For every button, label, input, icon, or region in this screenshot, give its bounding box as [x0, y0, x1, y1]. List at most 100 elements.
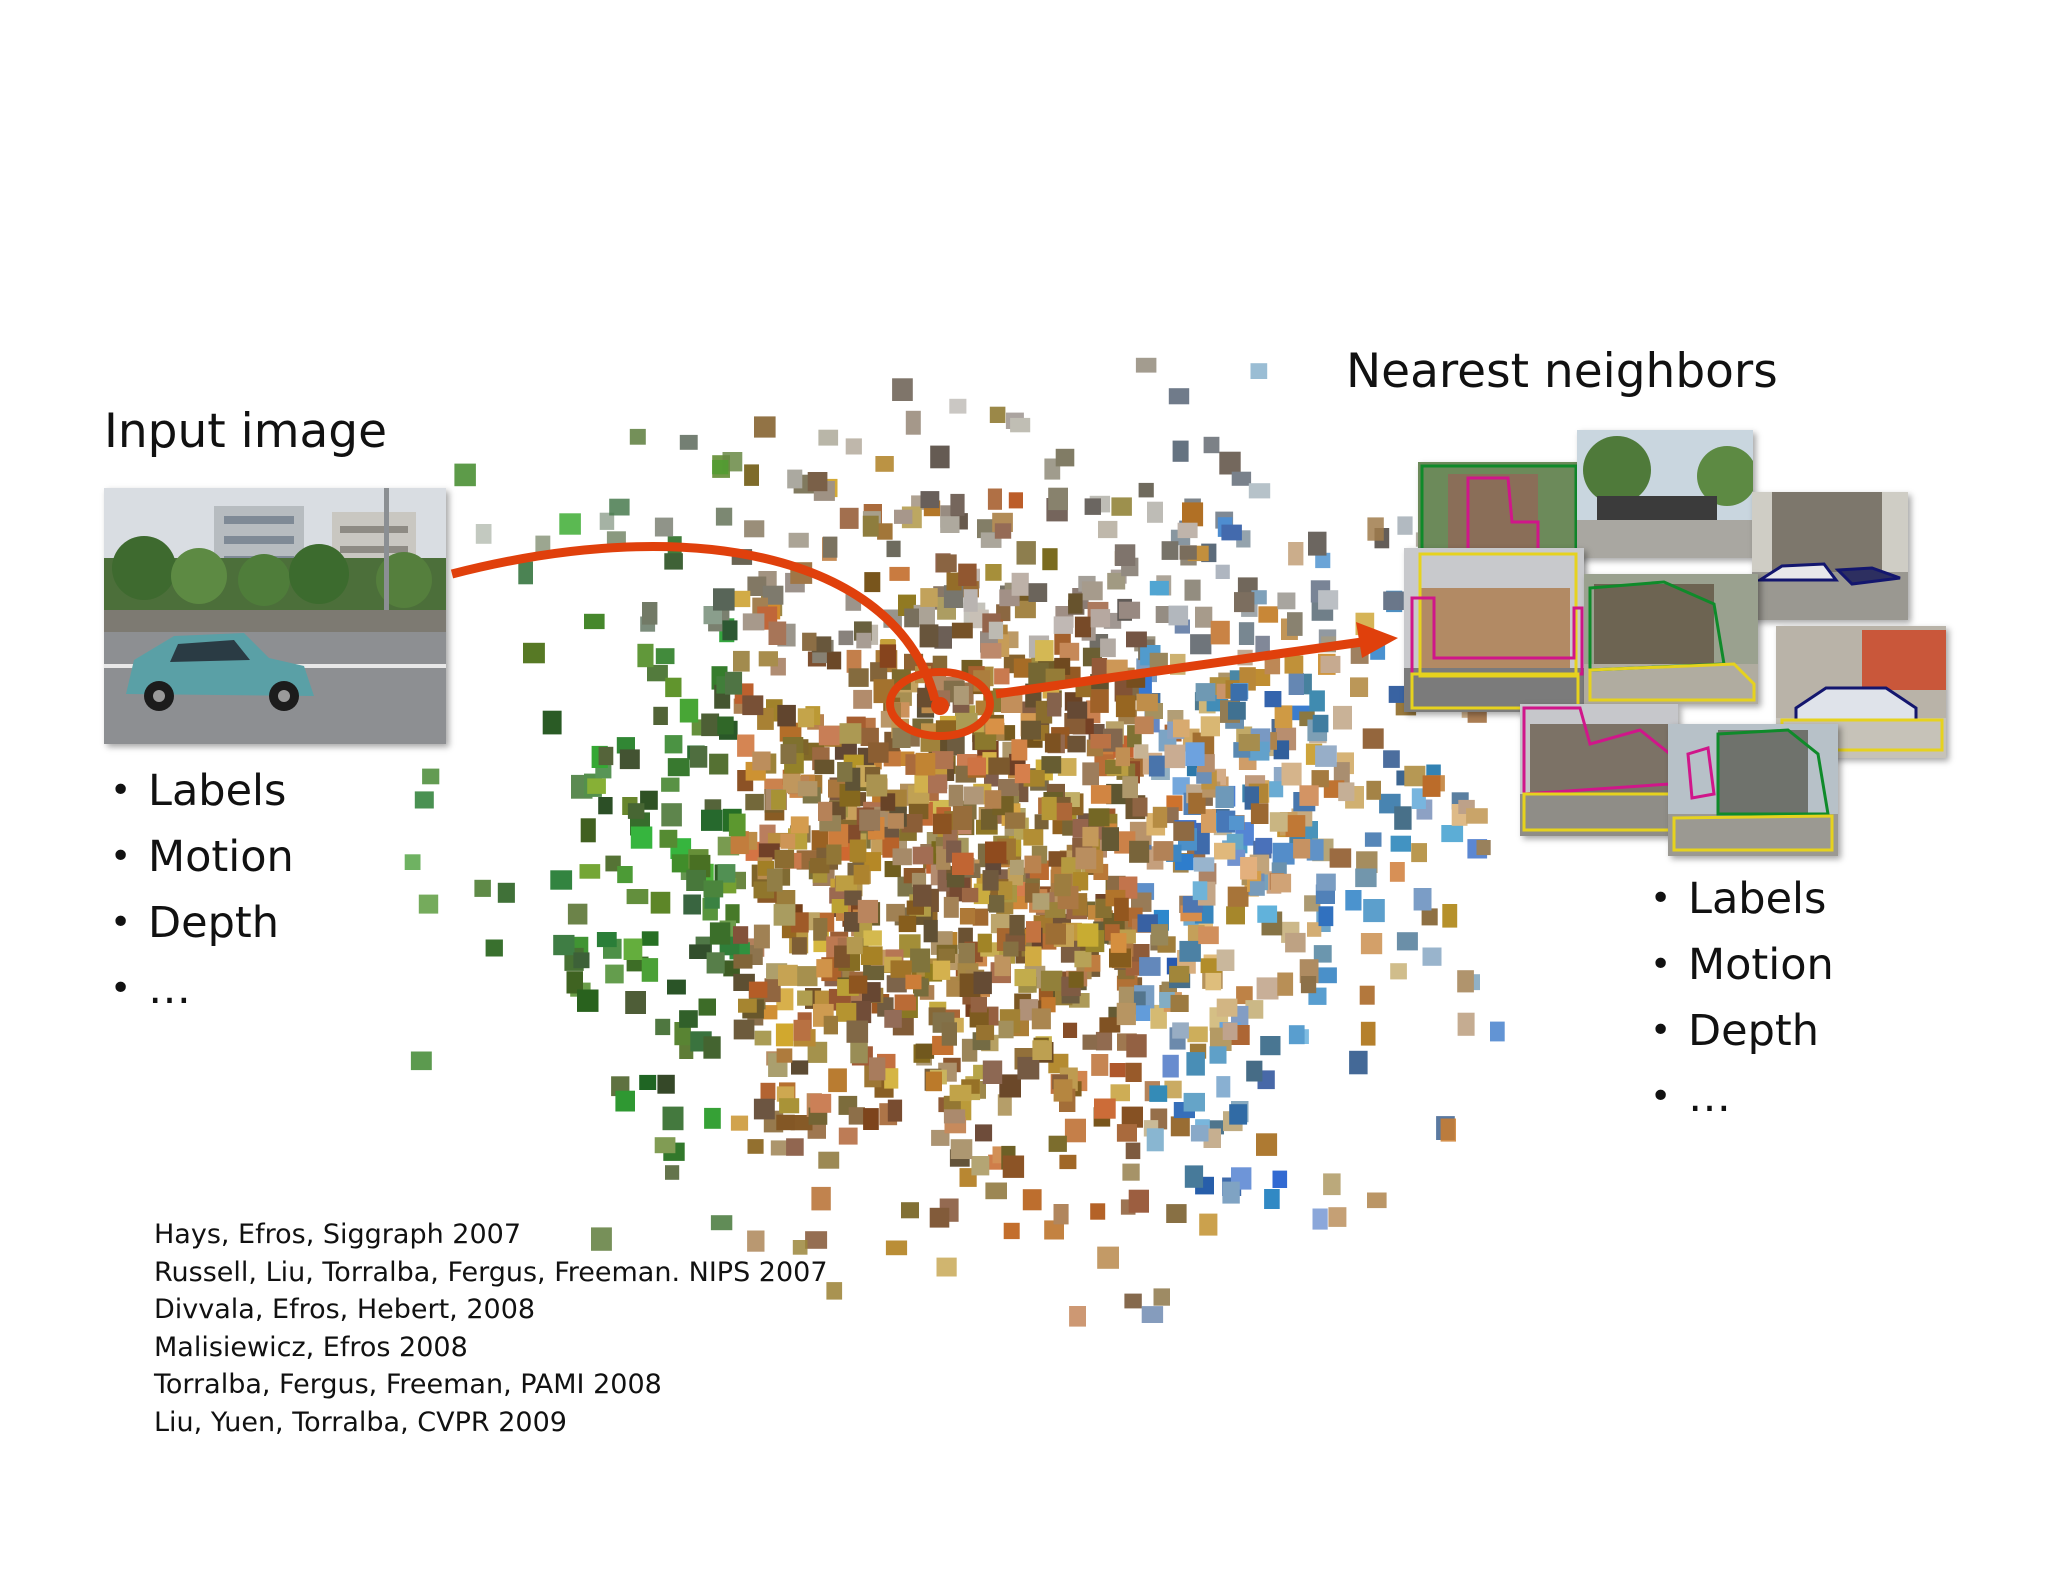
thumbnail	[567, 903, 588, 925]
thumbnail	[1307, 922, 1322, 937]
thumbnail	[752, 751, 771, 771]
thumbnail	[1126, 631, 1147, 648]
thumbnail	[905, 410, 921, 435]
thumbnail	[1190, 1125, 1209, 1142]
thumbnail	[1068, 971, 1084, 988]
thumbnail	[733, 926, 749, 944]
thumbnail	[474, 879, 491, 897]
thumbnail	[1411, 843, 1427, 863]
thumbnail	[835, 875, 858, 892]
thumbnail	[848, 1107, 865, 1125]
thumbnail	[775, 1023, 794, 1047]
thumbnail	[1356, 851, 1378, 873]
thumbnail	[1082, 826, 1099, 847]
thumbnail	[623, 938, 643, 960]
thumbnail	[725, 904, 740, 924]
thumbnail	[920, 588, 938, 607]
thumbnail	[970, 997, 987, 1013]
thumbnail	[1172, 440, 1189, 462]
thumbnail	[1061, 857, 1076, 874]
thumbnail	[946, 873, 965, 888]
thumbnail	[664, 735, 683, 754]
thumbnail	[779, 722, 802, 742]
thumbnail	[1216, 998, 1238, 1017]
thumbnail	[1442, 904, 1458, 928]
thumbnail	[892, 848, 912, 866]
thumbnail	[1114, 897, 1129, 921]
thumbnail	[1002, 1155, 1025, 1178]
thumbnail	[454, 463, 476, 487]
thumbnail	[1320, 655, 1341, 673]
thumbnail	[1082, 1034, 1098, 1050]
thumbnail	[1188, 792, 1206, 814]
thumbnail	[923, 919, 938, 943]
thumbnail	[698, 998, 716, 1016]
thumbnail	[637, 643, 654, 668]
thumbnail	[701, 713, 720, 737]
thumbnail	[887, 813, 904, 829]
thumbnail	[790, 1115, 813, 1131]
thumbnail	[1457, 970, 1474, 993]
thumbnail	[1440, 1118, 1456, 1142]
thumbnail	[1090, 1203, 1106, 1220]
thumbnail	[953, 686, 969, 705]
thumbnail	[791, 937, 807, 955]
thumbnail	[640, 790, 658, 810]
thumbnail	[969, 1008, 989, 1028]
thumbnail	[1125, 1142, 1141, 1160]
thumbnail	[566, 971, 583, 994]
thumbnail	[776, 1048, 793, 1063]
thumbnail	[1008, 492, 1023, 509]
thumbnail	[802, 632, 817, 651]
thumbnail	[1125, 1062, 1142, 1082]
thumbnail	[884, 1010, 902, 1028]
thumbnail	[1258, 606, 1279, 623]
thumbnail	[550, 870, 573, 890]
thumbnail	[1185, 742, 1205, 766]
thumbnail	[818, 725, 840, 746]
thumbnail	[1173, 719, 1190, 738]
thumbnail	[950, 493, 965, 516]
neighbor-photo-3	[1752, 492, 1908, 620]
thumbnail	[1099, 1017, 1121, 1033]
thumbnail	[1257, 905, 1278, 923]
thumbnail	[998, 779, 1019, 796]
thumbnail	[1309, 690, 1325, 712]
thumbnail	[1228, 701, 1246, 720]
thumbnail	[485, 939, 503, 957]
thumbnail	[1422, 947, 1442, 966]
thumbnail	[940, 516, 960, 533]
thumbnail	[1035, 640, 1054, 662]
thumbnail	[418, 894, 439, 914]
thumbnail	[1013, 658, 1032, 678]
thumbnail	[894, 509, 913, 524]
thumbnail	[1090, 689, 1109, 713]
thumbnail	[627, 803, 645, 819]
thumbnail	[782, 773, 801, 794]
thumbnail	[1318, 590, 1339, 610]
thumbnail	[961, 887, 979, 903]
thumbnail	[977, 933, 992, 953]
thumbnail	[778, 964, 798, 986]
thumbnail	[1172, 777, 1190, 795]
thumbnail	[731, 590, 751, 608]
thumbnail	[901, 1202, 919, 1219]
thumbnail	[609, 498, 630, 516]
thumbnail	[928, 774, 948, 794]
thumbnail	[1490, 1021, 1505, 1042]
thumbnail	[1011, 572, 1029, 596]
thumbnail	[1141, 1306, 1164, 1323]
thumbnail	[788, 532, 809, 548]
thumbnail	[1315, 552, 1331, 569]
thumbnail	[1101, 827, 1119, 851]
thumbnail	[1136, 693, 1158, 712]
thumbnail	[1011, 739, 1028, 761]
thumbnail	[1067, 735, 1086, 753]
thumbnail	[807, 1041, 828, 1063]
thumbnail	[642, 602, 658, 625]
thumbnail	[1383, 591, 1404, 610]
thumbnail	[828, 1068, 847, 1093]
thumbnail	[810, 1093, 832, 1113]
thumbnail	[813, 918, 828, 941]
thumbnail	[742, 695, 764, 716]
